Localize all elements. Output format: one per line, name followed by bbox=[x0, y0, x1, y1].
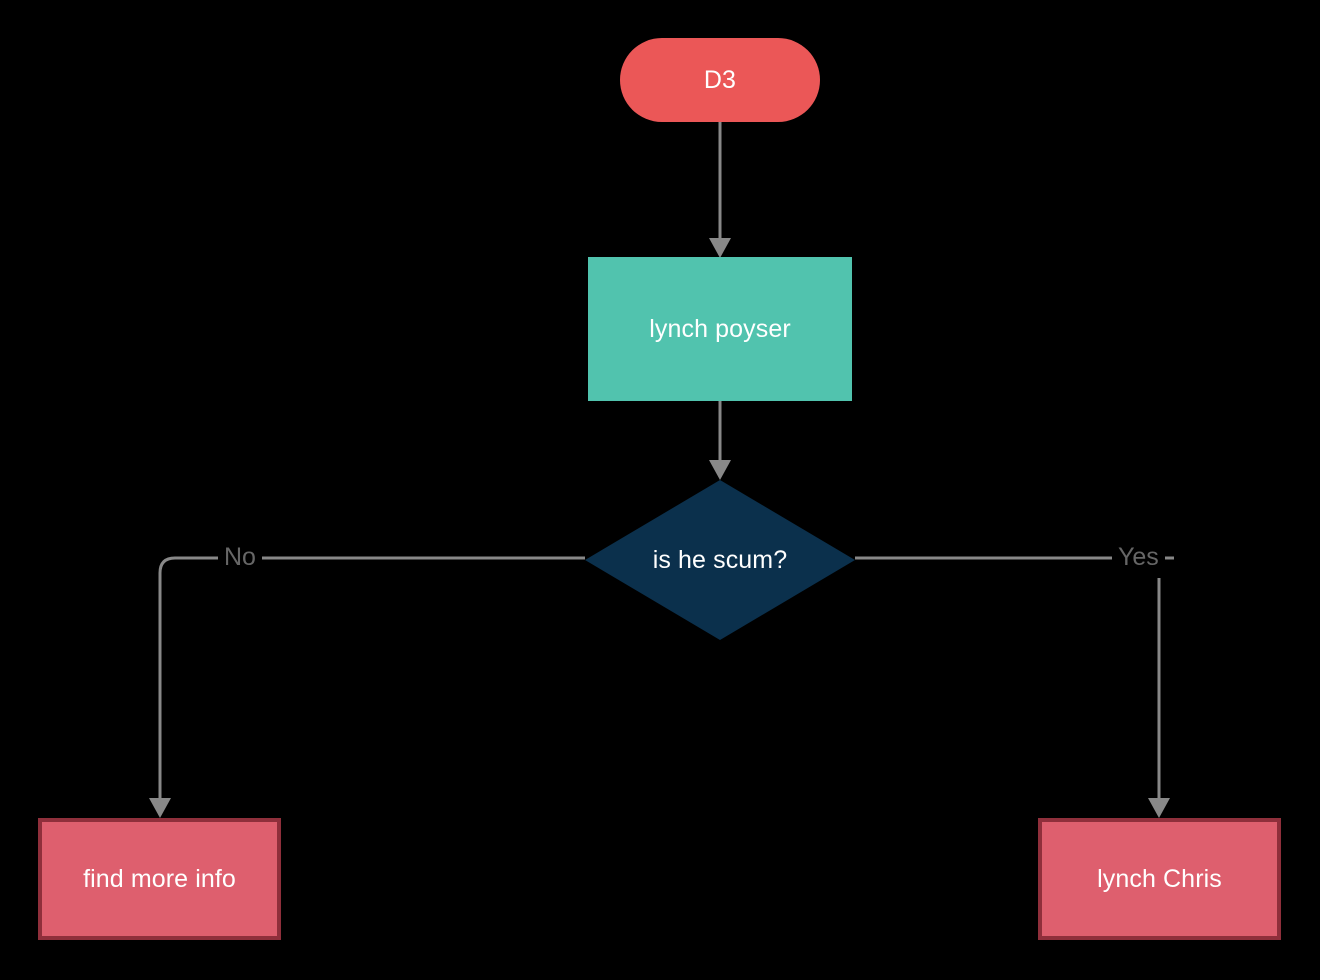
node-find-more-info[interactable]: find more info bbox=[38, 818, 281, 940]
node-lynch-poyser[interactable]: lynch poyser bbox=[588, 257, 852, 401]
edge-label-no: No bbox=[218, 543, 262, 572]
node-d3[interactable]: D3 bbox=[620, 38, 820, 122]
edge-decision-to-find-more-info bbox=[149, 556, 585, 818]
node-lynch-poyser-label: lynch poyser bbox=[649, 315, 791, 343]
edge-decision-to-lynch-chris bbox=[855, 556, 1174, 818]
edge-d3-to-lynch-poyser bbox=[709, 122, 731, 258]
node-decision-is-he-scum[interactable]: is he scum? bbox=[585, 480, 855, 640]
node-lynch-chris-label: lynch Chris bbox=[1097, 865, 1222, 893]
node-lynch-chris[interactable]: lynch Chris bbox=[1038, 818, 1281, 940]
edge-lynch-poyser-to-decision bbox=[709, 401, 731, 480]
edge-label-yes: Yes bbox=[1112, 543, 1165, 572]
node-find-more-info-label: find more info bbox=[83, 865, 236, 893]
node-decision-label: is he scum? bbox=[652, 546, 788, 574]
node-d3-label: D3 bbox=[703, 66, 737, 94]
